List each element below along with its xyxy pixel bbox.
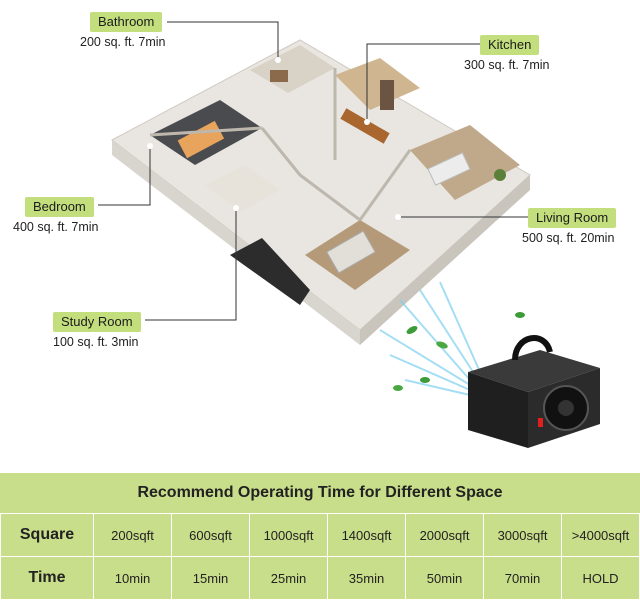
square-cell: >4000sqft <box>561 513 640 557</box>
room-label-bedroom: Bedroom 400 sq. ft. 7min <box>13 197 98 234</box>
ozone-generator <box>468 335 600 448</box>
table-title: Recommend Operating Time for Different S… <box>137 484 503 501</box>
square-cell: 200sqft <box>93 513 172 557</box>
square-cell: 1400sqft <box>327 513 406 557</box>
room-detail-bedroom: 400 sq. ft. 7min <box>13 220 99 234</box>
time-cell: 50min <box>405 556 484 600</box>
room-label-bathroom: Bathroom 200 sq. ft. 7min <box>80 12 165 49</box>
operating-time-grid: Square 200sqft 600sqft 1000sqft 1400sqft… <box>0 513 640 600</box>
room-label-living-room: Living Room 500 sq. ft. 20min <box>522 208 617 245</box>
square-row: Square 200sqft 600sqft 1000sqft 1400sqft… <box>0 513 640 557</box>
room-name-living-room: Living Room <box>528 208 617 228</box>
time-row: Time 10min 15min 25min 35min 50min 70min… <box>0 556 640 600</box>
time-cell: 10min <box>93 556 172 600</box>
room-name-kitchen: Kitchen <box>480 35 540 55</box>
room-detail-kitchen: 300 sq. ft. 7min <box>464 58 550 72</box>
floorplan-svg <box>98 21 600 448</box>
operating-time-table: Recommend Operating Time for Different S… <box>0 473 640 600</box>
floorplan-illustration: Bathroom 200 sq. ft. 7min Kitchen 300 sq… <box>13 12 617 448</box>
room-detail-bathroom: 200 sq. ft. 7min <box>80 35 166 49</box>
square-header: Square <box>0 513 94 557</box>
room-name-study-room: Study Room <box>53 312 141 332</box>
square-cell: 3000sqft <box>483 513 562 557</box>
time-header: Time <box>0 556 94 600</box>
room-detail-living-room: 500 sq. ft. 20min <box>522 231 615 245</box>
square-cell: 600sqft <box>171 513 250 557</box>
time-cell: 70min <box>483 556 562 600</box>
time-cell: 25min <box>249 556 328 600</box>
study-room-floor <box>205 165 280 212</box>
square-cell: 1000sqft <box>249 513 328 557</box>
time-cell: HOLD <box>561 556 640 600</box>
room-name-bathroom: Bathroom <box>90 12 163 32</box>
time-cell: 15min <box>171 556 250 600</box>
square-cell: 2000sqft <box>405 513 484 557</box>
kitchen-floor <box>335 58 420 110</box>
time-cell: 35min <box>327 556 406 600</box>
room-label-study-room: Study Room 100 sq. ft. 3min <box>53 312 141 349</box>
room-label-kitchen: Kitchen 300 sq. ft. 7min <box>464 35 549 72</box>
room-name-bedroom: Bedroom <box>25 197 94 217</box>
room-detail-study-room: 100 sq. ft. 3min <box>53 335 139 349</box>
